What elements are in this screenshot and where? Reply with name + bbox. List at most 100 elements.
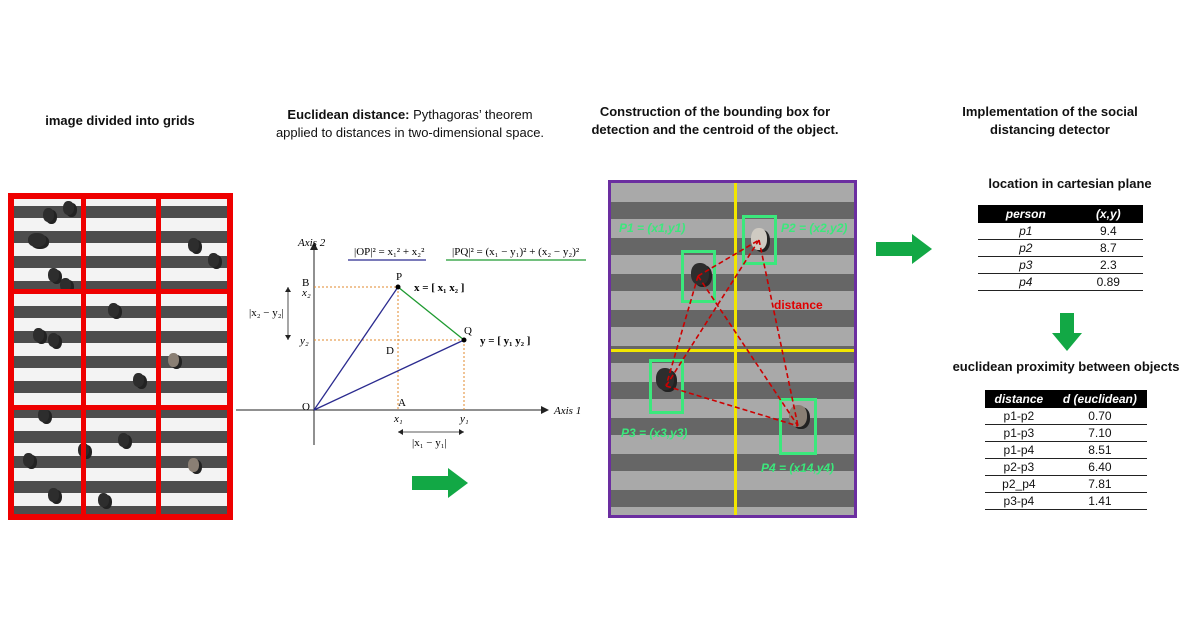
flow-arrow-2 [876,234,932,264]
line-p3-p4 [665,385,799,427]
table-cell: p2-p3 [985,458,1053,476]
pedestrian [38,408,49,422]
pedestrian [118,433,129,447]
table-cell: p3 [978,256,1074,274]
table-cell: 1.41 [1052,492,1147,510]
table-cell: 8.7 [1073,239,1143,257]
table-cell: 2.3 [1073,256,1143,274]
t1-header-0: person [978,205,1074,223]
oq-segment [313,339,465,411]
line-p1-p2 [697,239,760,277]
table-cell: p1 [978,223,1074,240]
diff-x-arrow-left [398,429,403,435]
euclidean-diagram: Axis 2 Axis 1 |OP|² = x₁² + x₂² |PQ|² = … [236,237,586,449]
label-p2: P2 = (x2,y2) [781,221,848,235]
pedestrian [751,228,767,250]
table-cell: p1-p2 [985,408,1053,425]
flow-arrow-down [1052,313,1082,353]
pedestrian [108,303,119,317]
t2-header-0: distance [985,390,1053,408]
pedestrian [168,353,179,367]
table-cell: 0.70 [1052,408,1147,425]
table-cell: 6.40 [1052,458,1147,476]
diff-x-arrow-right [459,429,464,435]
pedestrian [208,253,219,267]
proximity-table-title: euclidean proximity between objects [952,359,1180,374]
table-cell: 8.51 [1052,441,1147,459]
bbox-panel-title: Construction of the bounding box for det… [591,104,839,137]
detection-image: P1 = (x1,y1) P2 = (x2,y2) P3 = (x3,y3) P… [608,180,857,518]
distance-lines [665,239,799,427]
label-a: A [398,397,406,409]
euclidean-title-bold: Euclidean distance: [287,107,410,122]
label-x1: x₁ [393,413,403,425]
table-cell: 7.81 [1052,475,1147,493]
cartesian-table-title: location in cartesian plane [988,176,1152,191]
table-cell: p1-p4 [985,441,1053,459]
axis-1-arrowhead [541,406,549,414]
crosswalk-grid-image [8,193,233,520]
label-p1: P1 = (x1,y1) [619,221,686,235]
table-cell: p2_p4 [985,475,1053,493]
label-p3: P3 = (x3,y3) [621,426,688,440]
euclidean-panel-title: Euclidean distance: Pythagoras’ theorem … [270,106,550,142]
pedestrian [98,493,109,507]
diff-x-label: |x₁ − y₁| [412,437,447,449]
table-cell: p2 [978,239,1074,257]
pedestrian [48,488,59,502]
line-p1-p4 [697,275,799,427]
grid-panel-title: image divided into grids [45,113,195,128]
label-y1: y₁ [459,413,469,425]
pedestrian [28,233,46,247]
label-p: P [396,271,402,283]
pedestrian [63,201,74,215]
pedestrian [23,453,34,467]
diff-y-arrow-top [285,287,291,292]
point-q [461,337,467,343]
pedestrian [188,458,199,472]
bbox-p3 [649,359,684,414]
point-p [395,284,401,290]
pedestrian [60,278,71,292]
table-cell: 7.10 [1052,424,1147,442]
label-p4: P4 = (x14,y4) [761,461,835,475]
pedestrian [133,373,144,387]
t1-header-1: (x,y) [1073,205,1143,223]
pq-segment [397,286,465,341]
line-p1-p3 [665,275,699,387]
detector-panel-title: Implementation of the social distancing … [962,104,1138,137]
grid-line-vertical [156,193,161,520]
op-formula: |OP|² = x₁² + x₂² [354,246,425,258]
grid-line-horizontal [8,405,233,410]
op-segment [313,286,399,411]
pedestrian [48,268,59,282]
axis-2-label: Axis 2 [297,237,326,249]
table-cell: 0.89 [1073,273,1143,291]
pedestrian [789,405,807,427]
bbox-p4 [779,398,817,455]
bbox-p1 [681,250,716,303]
pedestrian [43,208,54,222]
grid-line-horizontal [8,289,233,294]
flow-arrow-1 [412,468,468,498]
label-d: D [386,345,394,357]
pedestrian [33,328,44,342]
diff-y-arrow-bottom [285,335,291,340]
grid-border [8,193,233,520]
label-x2: x₂ [301,287,311,299]
t2-header-1: d (euclidean) [1052,390,1147,408]
table-cell: p3-p4 [985,492,1053,510]
table-cell: 9.4 [1073,223,1143,240]
pedestrian [48,333,59,347]
